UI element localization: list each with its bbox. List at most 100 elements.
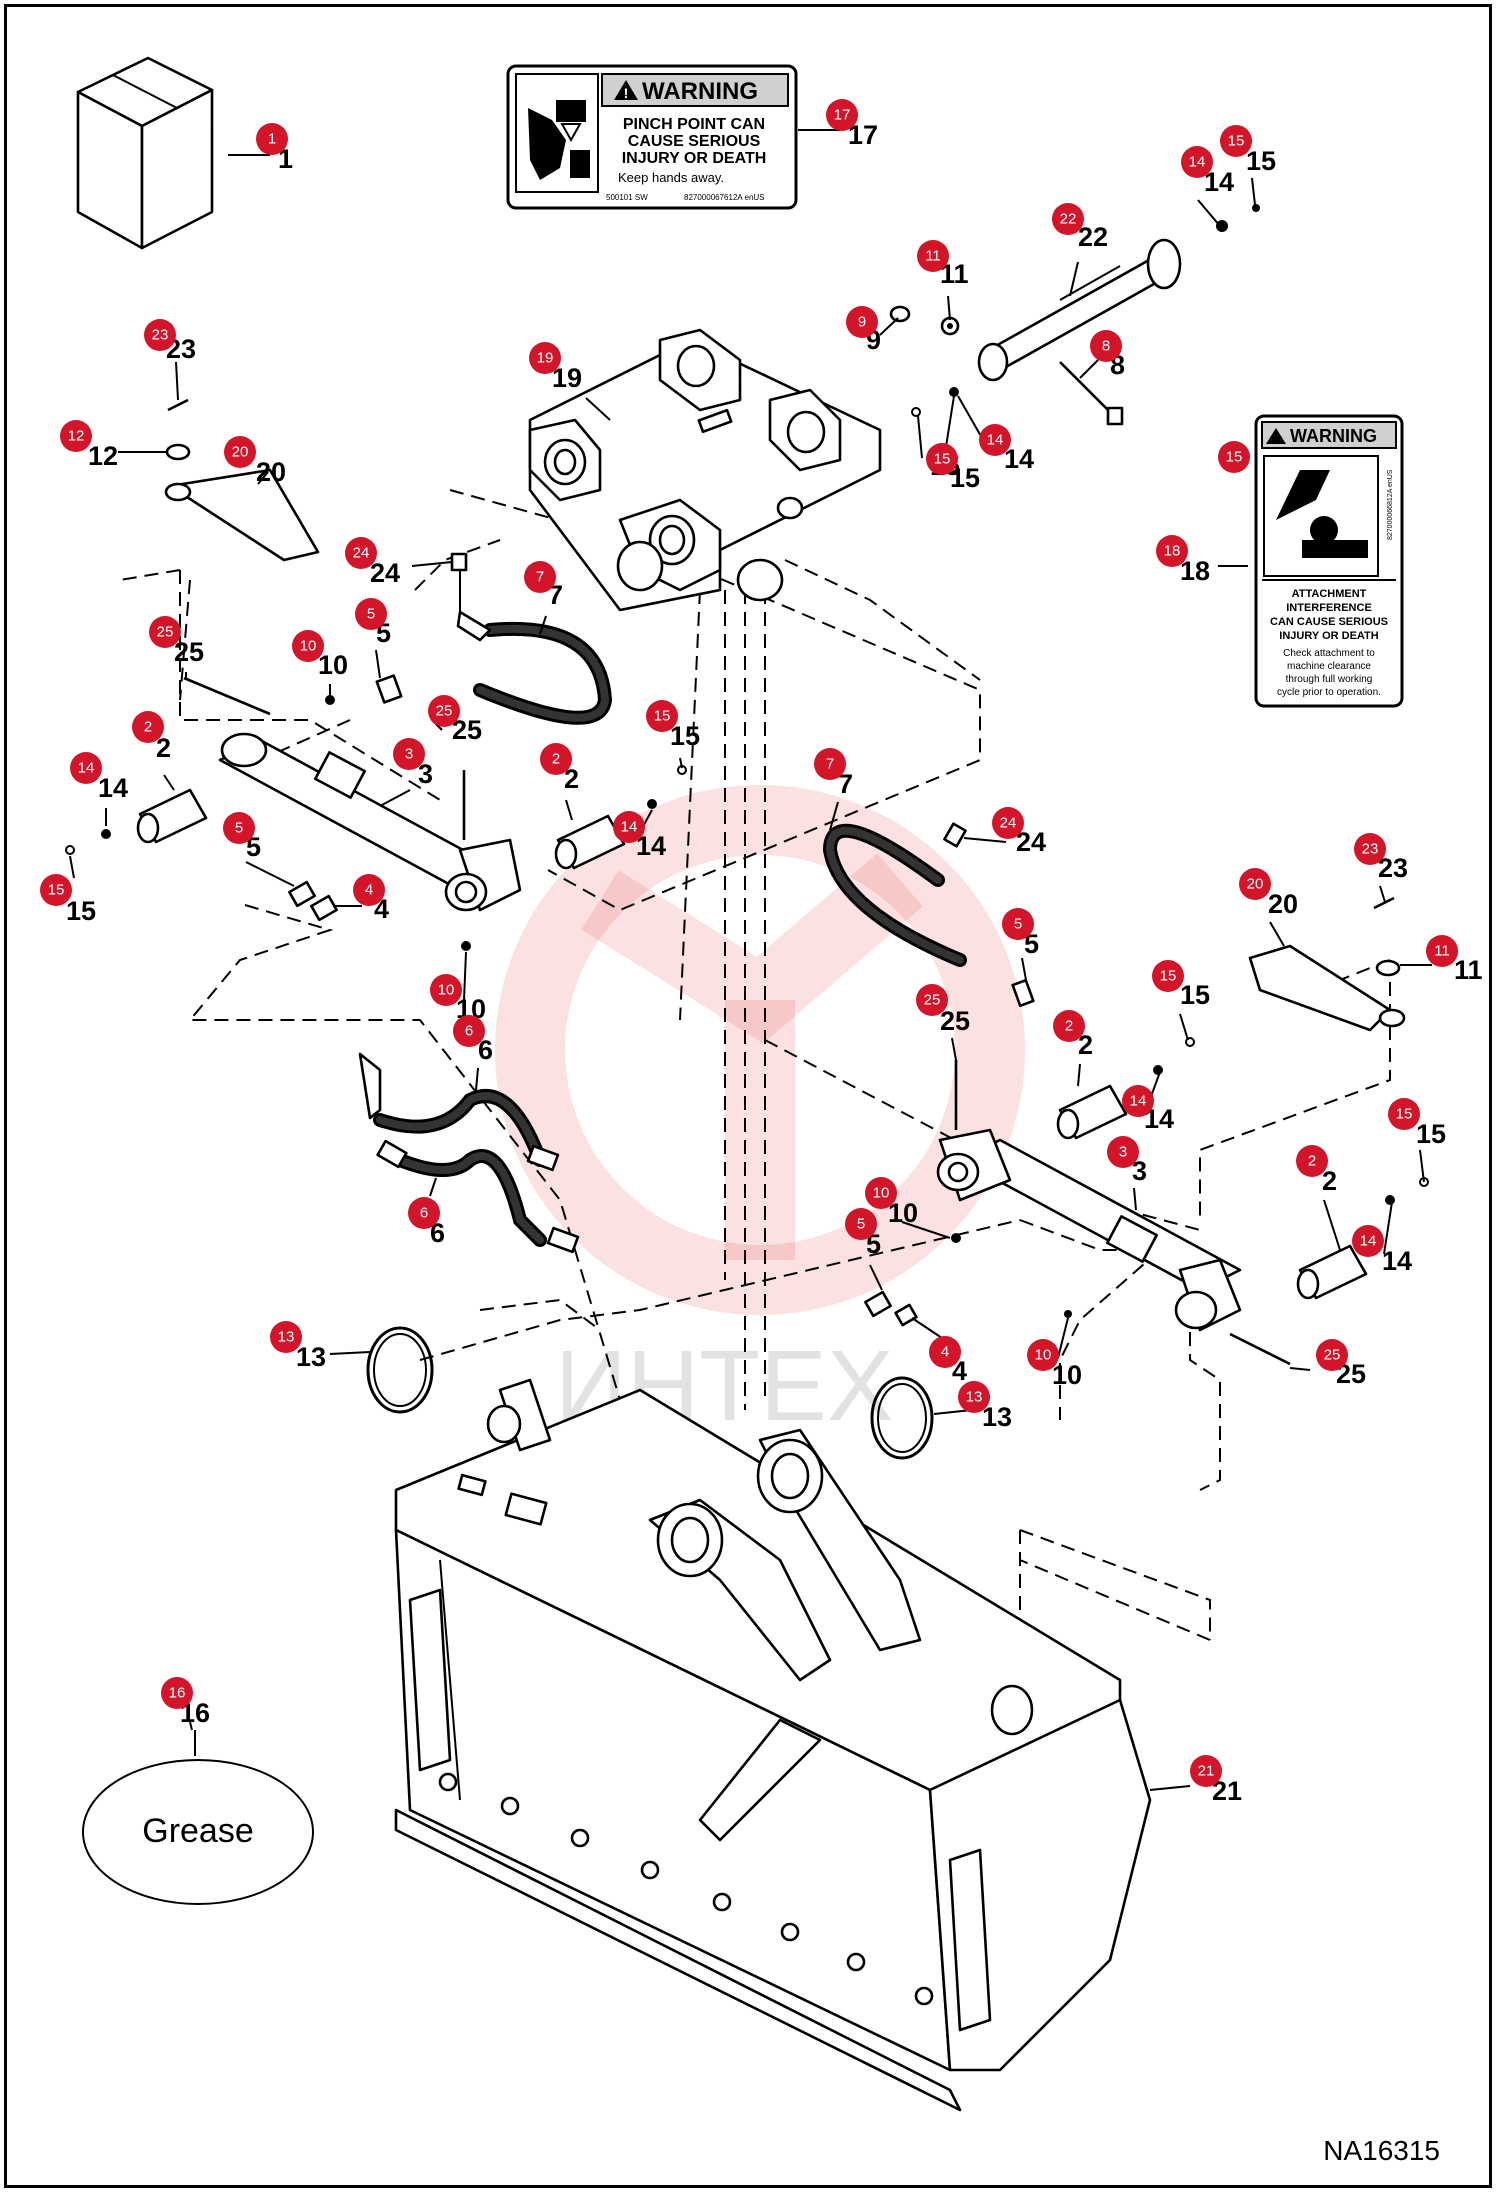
callout-badge-icon — [1053, 1010, 1085, 1042]
callout-leader-line — [539, 615, 547, 635]
callout-badge-icon — [846, 306, 878, 338]
callout-badge-icon — [1316, 1339, 1348, 1371]
callout-badge-number: 5 — [367, 606, 375, 623]
callout-badge-number: 10 — [873, 1185, 890, 1202]
callout-3: 33 — [1107, 1136, 1147, 1211]
callout-leader-line — [879, 317, 899, 336]
callout-badge-icon — [430, 974, 462, 1006]
right-tilt-cylinder — [864, 1037, 1429, 1366]
callout-leader-line — [1251, 177, 1256, 206]
callout-leader-line — [565, 799, 573, 821]
callout-5: 55 — [355, 598, 391, 679]
callout-number: 15 — [66, 896, 96, 926]
callout-number: 14 — [98, 773, 128, 803]
callout-badge-number: 25 — [436, 703, 453, 720]
callout-leader-line — [1057, 1317, 1069, 1359]
callout-badge-icon — [1122, 1085, 1154, 1117]
callout-badge-number: 23 — [1362, 841, 1379, 858]
callout-badge-icon — [814, 748, 846, 780]
callout-number: 2 — [564, 764, 579, 794]
callout-6: 66 — [453, 1015, 493, 1091]
callout-badge-number: 10 — [1035, 1347, 1052, 1364]
callout-leader-line — [189, 1721, 193, 1731]
callout-badge-number: 23 — [152, 327, 169, 344]
callout-number: 20 — [1268, 889, 1298, 919]
callout-badge-icon — [613, 811, 645, 843]
callout-badge-number: 2 — [552, 751, 560, 768]
callout-8: 88 — [1079, 330, 1125, 380]
decal17-line1: PINCH POINT CAN — [623, 116, 765, 133]
callout-leader-line — [69, 855, 75, 879]
callout-leader-line — [429, 1177, 437, 1197]
callout-badge-icon — [144, 319, 176, 351]
callout-badge-icon — [1027, 1339, 1059, 1371]
callout-number: 10 — [318, 650, 348, 680]
decal17-line3: INJURY OR DEATH — [622, 150, 767, 167]
callout-number: 18 — [1180, 556, 1210, 586]
callout-badge-icon — [929, 1336, 961, 1368]
callout-number: 7 — [838, 769, 853, 799]
callout-2: 22 — [1053, 1010, 1093, 1087]
callout-badge-icon — [540, 743, 572, 775]
callout-badge-icon — [353, 874, 385, 906]
callout-leader-line — [379, 789, 411, 807]
callout-badge-icon — [1426, 935, 1458, 967]
callout-badge-number: 1 — [268, 131, 276, 148]
callout-4: 44 — [911, 1317, 967, 1386]
callout-badge-icon — [292, 630, 324, 662]
callout-badge-number: 14 — [621, 819, 638, 836]
callout-badge-number: 15 — [1228, 133, 1245, 150]
callout-leader-line — [257, 471, 269, 485]
callout-badge-number: 15 — [934, 451, 951, 468]
callout-4: 44 — [334, 874, 389, 924]
callout-number: 15 — [1180, 980, 1210, 1010]
callout-9: 99 — [846, 306, 899, 355]
decal17-header: WARNING — [642, 78, 758, 105]
callout-number: 2 — [1078, 1030, 1093, 1060]
callout-badge-icon — [865, 1177, 897, 1209]
decal18-line4: INJURY OR DEATH — [1279, 630, 1378, 642]
assembly-dashed-lines — [119, 489, 1391, 1680]
callout-badge-number: 17 — [834, 107, 851, 124]
callout-badge-number: 9 — [858, 314, 866, 331]
decal18-line2: INTERFERENCE — [1286, 602, 1372, 614]
callout-leader-line — [1149, 1785, 1191, 1791]
pivot-pin-assembly — [889, 204, 1260, 426]
callout-badge-number: 21 — [1198, 1763, 1215, 1780]
bolt-row — [438, 1772, 934, 2006]
callout-badge-icon — [1002, 908, 1034, 940]
callout-badge-number: 14 — [987, 432, 1004, 449]
callout-leader-line — [1021, 957, 1027, 981]
callout-number: 20 — [256, 457, 286, 487]
callout-badge-number: 15 — [1396, 1106, 1413, 1123]
callout-badge-number: 7 — [826, 756, 834, 773]
callout-leader-line — [1269, 921, 1285, 947]
warning-decal-pinch-point: ! WARNING PINCH POINT CAN CAUSE SERIOUS … — [506, 64, 798, 210]
callout-badge-icon — [1156, 535, 1188, 567]
callout-badge-number: 19 — [537, 350, 554, 367]
pins-and-washers-top — [165, 398, 1401, 977]
hydraulic-hose-upper-right — [822, 822, 1035, 1008]
grease-part: Grease — [82, 1730, 314, 1905]
callout-badge-number: 16 — [169, 1685, 186, 1702]
callout-badge-icon — [958, 1381, 990, 1413]
callout-leader-line — [933, 1409, 973, 1415]
callout-badge-number: 5 — [235, 820, 243, 837]
callout-leader-line — [869, 1264, 883, 1291]
decal18-line8: cycle prior to operation. — [1277, 687, 1381, 698]
callout-badge-icon — [453, 1015, 485, 1047]
